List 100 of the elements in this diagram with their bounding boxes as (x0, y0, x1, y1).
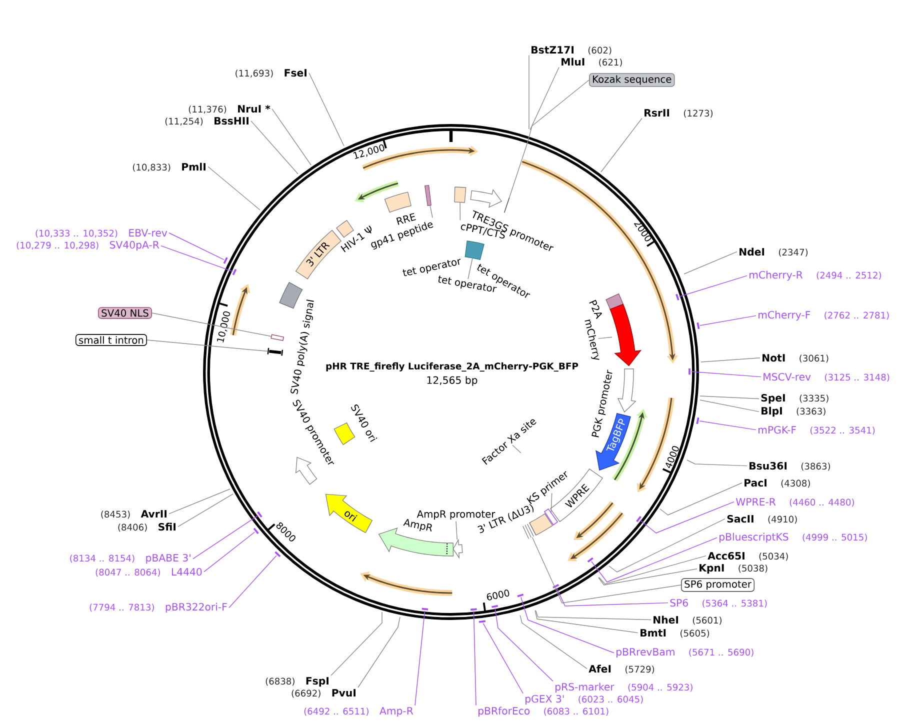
leader-line (192, 515, 259, 560)
intron-mark (267, 347, 284, 356)
leader-line (160, 245, 234, 272)
enzyme-name: FspI (306, 677, 328, 687)
cut-position: (621) (599, 58, 622, 67)
leader-line (608, 518, 726, 572)
cut-position: (3061) (800, 354, 828, 363)
primer-name: EBV-rev (129, 229, 168, 237)
plasmid-name: pHR TRE_firefly Luciferase_2A_mCherry-PGK_BFP (326, 362, 578, 372)
primer-name: MSCV-rev (764, 372, 811, 381)
enzyme-name: Acc65I (708, 552, 744, 560)
enzyme-name: FseI (284, 69, 306, 77)
primer-range: (3522 .. 3541) (810, 426, 875, 435)
feature-label: AmpR (403, 519, 432, 532)
primer-mark (470, 608, 477, 611)
cut-position: (5601) (692, 616, 722, 625)
enzyme-name: NotI (762, 354, 785, 362)
leader-line (178, 494, 234, 528)
leader-line (700, 396, 760, 400)
enzyme-name: PmlI (182, 162, 206, 170)
leader-line (598, 568, 698, 586)
scale-number: 10,000 (217, 311, 230, 342)
leader-line (700, 358, 760, 362)
cut-position: (5034) (759, 552, 788, 561)
scale-number: 4000 (666, 446, 679, 468)
leader-line (691, 371, 762, 378)
primer-range: (8047 .. 8064) (96, 568, 160, 577)
primer-name: pBluescriptKS (720, 532, 788, 543)
leader-line (600, 118, 642, 172)
primer-range: (2494 .. 2512) (816, 272, 881, 280)
cut-position: (5038) (738, 564, 768, 573)
plasmid-size: 12,565 bp (427, 376, 478, 386)
primer-mark (257, 511, 262, 518)
leader-line (146, 340, 268, 352)
primer-mark (517, 594, 524, 598)
primer-mark (223, 257, 228, 264)
cut-position: (5729) (625, 666, 654, 674)
leader-line (358, 616, 400, 688)
feature-label: mCherry (584, 320, 600, 360)
primer-range: (2762 .. 2781) (824, 312, 889, 320)
feature-block (452, 538, 463, 559)
primer-mark (478, 620, 486, 623)
feature-block (610, 304, 642, 366)
primer-mark (232, 268, 237, 276)
enzyme-name: KpnI (700, 564, 724, 574)
primer-range: (6023 .. 6045) (578, 696, 643, 704)
callout-box: Kozak sequence (589, 73, 675, 87)
feature-label: P2A (589, 300, 602, 320)
cut-position: (6692) (292, 690, 320, 698)
leader-line (330, 612, 382, 676)
leader-line (308, 72, 344, 146)
leader-line (684, 251, 738, 274)
leader-line (532, 537, 682, 604)
leader-line (512, 444, 522, 454)
callout-box: SP6 promoter (681, 578, 755, 592)
enzyme-name: NdeI (740, 248, 764, 256)
primer-mark (587, 557, 594, 563)
cut-position: (3335) (800, 394, 828, 403)
primer-mark (552, 584, 560, 588)
enzyme-name: BlpI (762, 406, 782, 417)
cut-position: (11,693) (236, 70, 273, 78)
primer-name: pBRrevBam (616, 648, 674, 658)
primer-name: WPRE-R (736, 498, 776, 506)
leader-line (228, 555, 277, 608)
primer-range: (6083 .. 6101) (544, 708, 608, 716)
leader-line (640, 501, 734, 534)
primer-range: (6492 .. 6511) (304, 708, 368, 716)
primer-range: (4999 .. 5015) (802, 534, 867, 542)
enzyme-name: SpeI (761, 394, 785, 404)
cut-position: (5605) (680, 630, 710, 638)
primer-mark (253, 528, 259, 534)
scale-number: 6000 (486, 590, 510, 600)
cut-position: (11,376) (188, 106, 226, 114)
primer-mark (688, 368, 690, 375)
primer-name: SV40pA-R (110, 240, 160, 251)
cut-position: (4308) (781, 480, 810, 488)
leader-line (700, 315, 756, 326)
leader-line (250, 120, 298, 174)
leader-line (550, 492, 552, 513)
primer-name: mCherry-F (758, 310, 810, 321)
cut-position: (8453) (101, 510, 130, 519)
cut-position: (11,254) (165, 118, 203, 126)
leader-line (168, 232, 224, 260)
enzyme-name: BssHII (214, 117, 248, 125)
cut-position: (4910) (768, 516, 797, 524)
leader-line (520, 615, 588, 670)
primer-mark (274, 551, 281, 558)
primer-name: L4440 (172, 568, 202, 576)
leader-line (460, 202, 461, 221)
primer-name: Amp-R (380, 707, 414, 717)
primer-name: pRS-marker (556, 682, 614, 693)
scale-number: 12,000 (353, 144, 384, 159)
leader-line (414, 610, 426, 706)
leader-line (598, 555, 706, 584)
leader-line (591, 537, 718, 582)
primer-mark (636, 516, 642, 522)
leader-line (456, 520, 458, 540)
primer-range: (5671 .. 5690) (689, 648, 754, 657)
leader-line (168, 488, 230, 514)
primer-mark (676, 294, 680, 300)
